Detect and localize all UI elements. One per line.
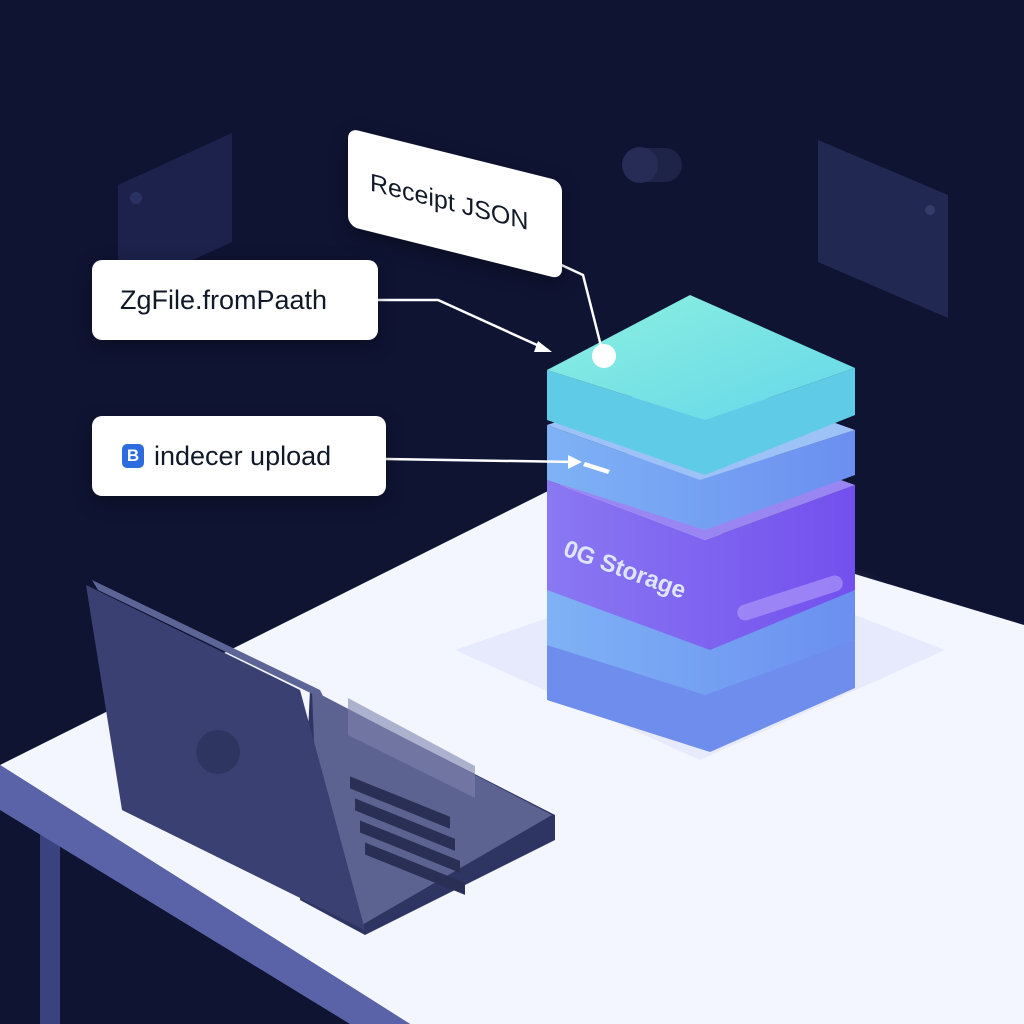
bg-panel-right [818,140,948,318]
bg-panel-left [118,133,232,294]
connector-indexer [385,455,582,469]
storage-stack: 0G Storage [547,295,855,752]
connector-receipt [554,260,604,351]
indexer-upload-label: B indecer upload [92,416,386,496]
circle-logo-icon [196,730,240,774]
connector-zgfile [378,298,552,352]
zgfile-text: ZgFile.fromPaath [120,284,328,315]
top-layer-dot [592,344,616,368]
bg-cylinder [622,147,682,183]
indexer-upload-text: indecer upload [154,440,332,471]
zgfile-label: ZgFile.fromPaath [92,260,378,340]
laptop-keyboard [350,776,465,895]
storage-layer-1 [547,295,855,475]
receipt-json-text: Receipt JSON [370,167,529,236]
b-badge-icon: B [122,444,144,468]
laptop [86,580,555,935]
